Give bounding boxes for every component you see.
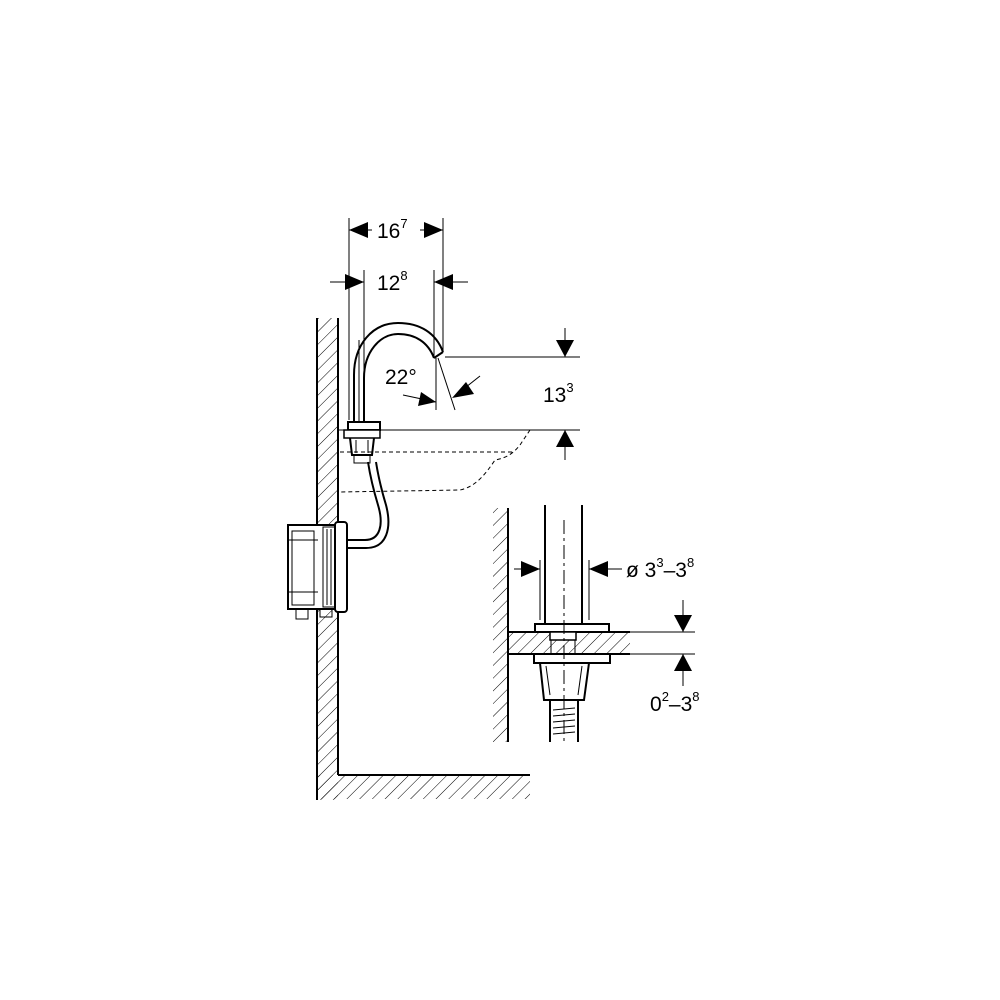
label-deck-thickness: 02–38	[650, 689, 700, 716]
detail-wall	[493, 508, 509, 742]
dimension-spout-reach-inner: 128	[330, 268, 468, 378]
label-hole-diameter: ø 33–38	[626, 555, 694, 582]
dimension-deck-thickness: 02–38	[630, 600, 700, 716]
label-spout-reach-outer: 167	[377, 216, 408, 243]
detail-spout-body	[533, 505, 611, 742]
basin-outline	[338, 429, 531, 493]
dimension-hole-diameter: ø 33–38	[514, 555, 694, 582]
floor-section	[317, 774, 530, 799]
dimension-spout-reach-outer: 167	[348, 216, 444, 420]
dimension-angle: 22°	[385, 357, 481, 411]
label-spout-reach-inner: 128	[377, 268, 408, 295]
control-box	[287, 521, 348, 620]
label-angle: 22°	[385, 366, 417, 389]
label-spout-height: 133	[543, 380, 574, 407]
dimension-spout-height: 133	[445, 328, 580, 460]
flex-hose	[347, 461, 390, 549]
spout	[343, 321, 444, 464]
